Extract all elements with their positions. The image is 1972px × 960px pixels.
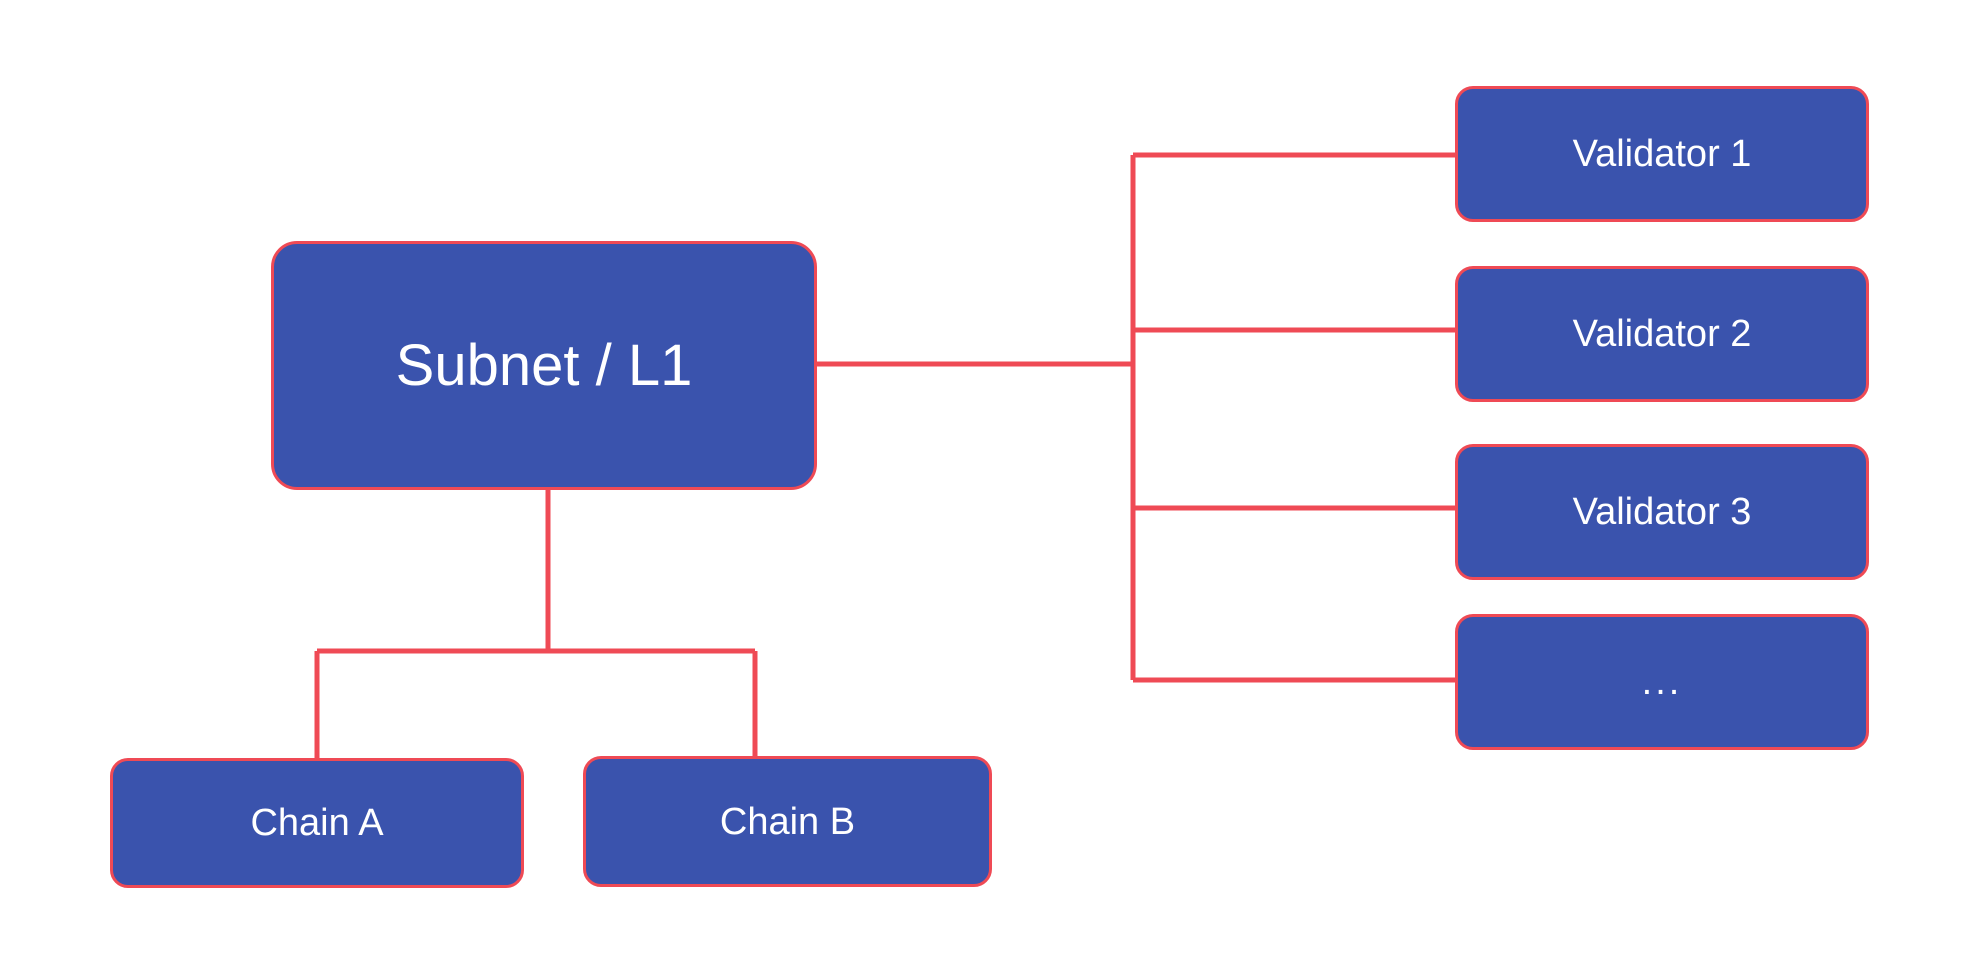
node-validator-more[interactable]: ... [1455,614,1869,750]
node-validator-3-label: Validator 3 [1572,491,1752,533]
node-validator-2[interactable]: Validator 2 [1455,266,1869,402]
node-chain-b[interactable]: Chain B [583,756,992,887]
node-subnet-l1-label: Subnet / L1 [395,332,693,398]
node-chain-b-label: Chain B [719,800,856,843]
node-validator-2-label: Validator 2 [1572,313,1752,355]
node-subnet-l1[interactable]: Subnet / L1 [271,241,817,490]
node-chain-a[interactable]: Chain A [110,758,524,888]
node-validator-1-label: Validator 1 [1572,133,1752,175]
node-chain-a-label: Chain A [250,802,384,844]
node-validator-3[interactable]: Validator 3 [1455,444,1869,580]
node-validator-more-label: ... [1641,661,1683,703]
node-validator-1[interactable]: Validator 1 [1455,86,1869,222]
